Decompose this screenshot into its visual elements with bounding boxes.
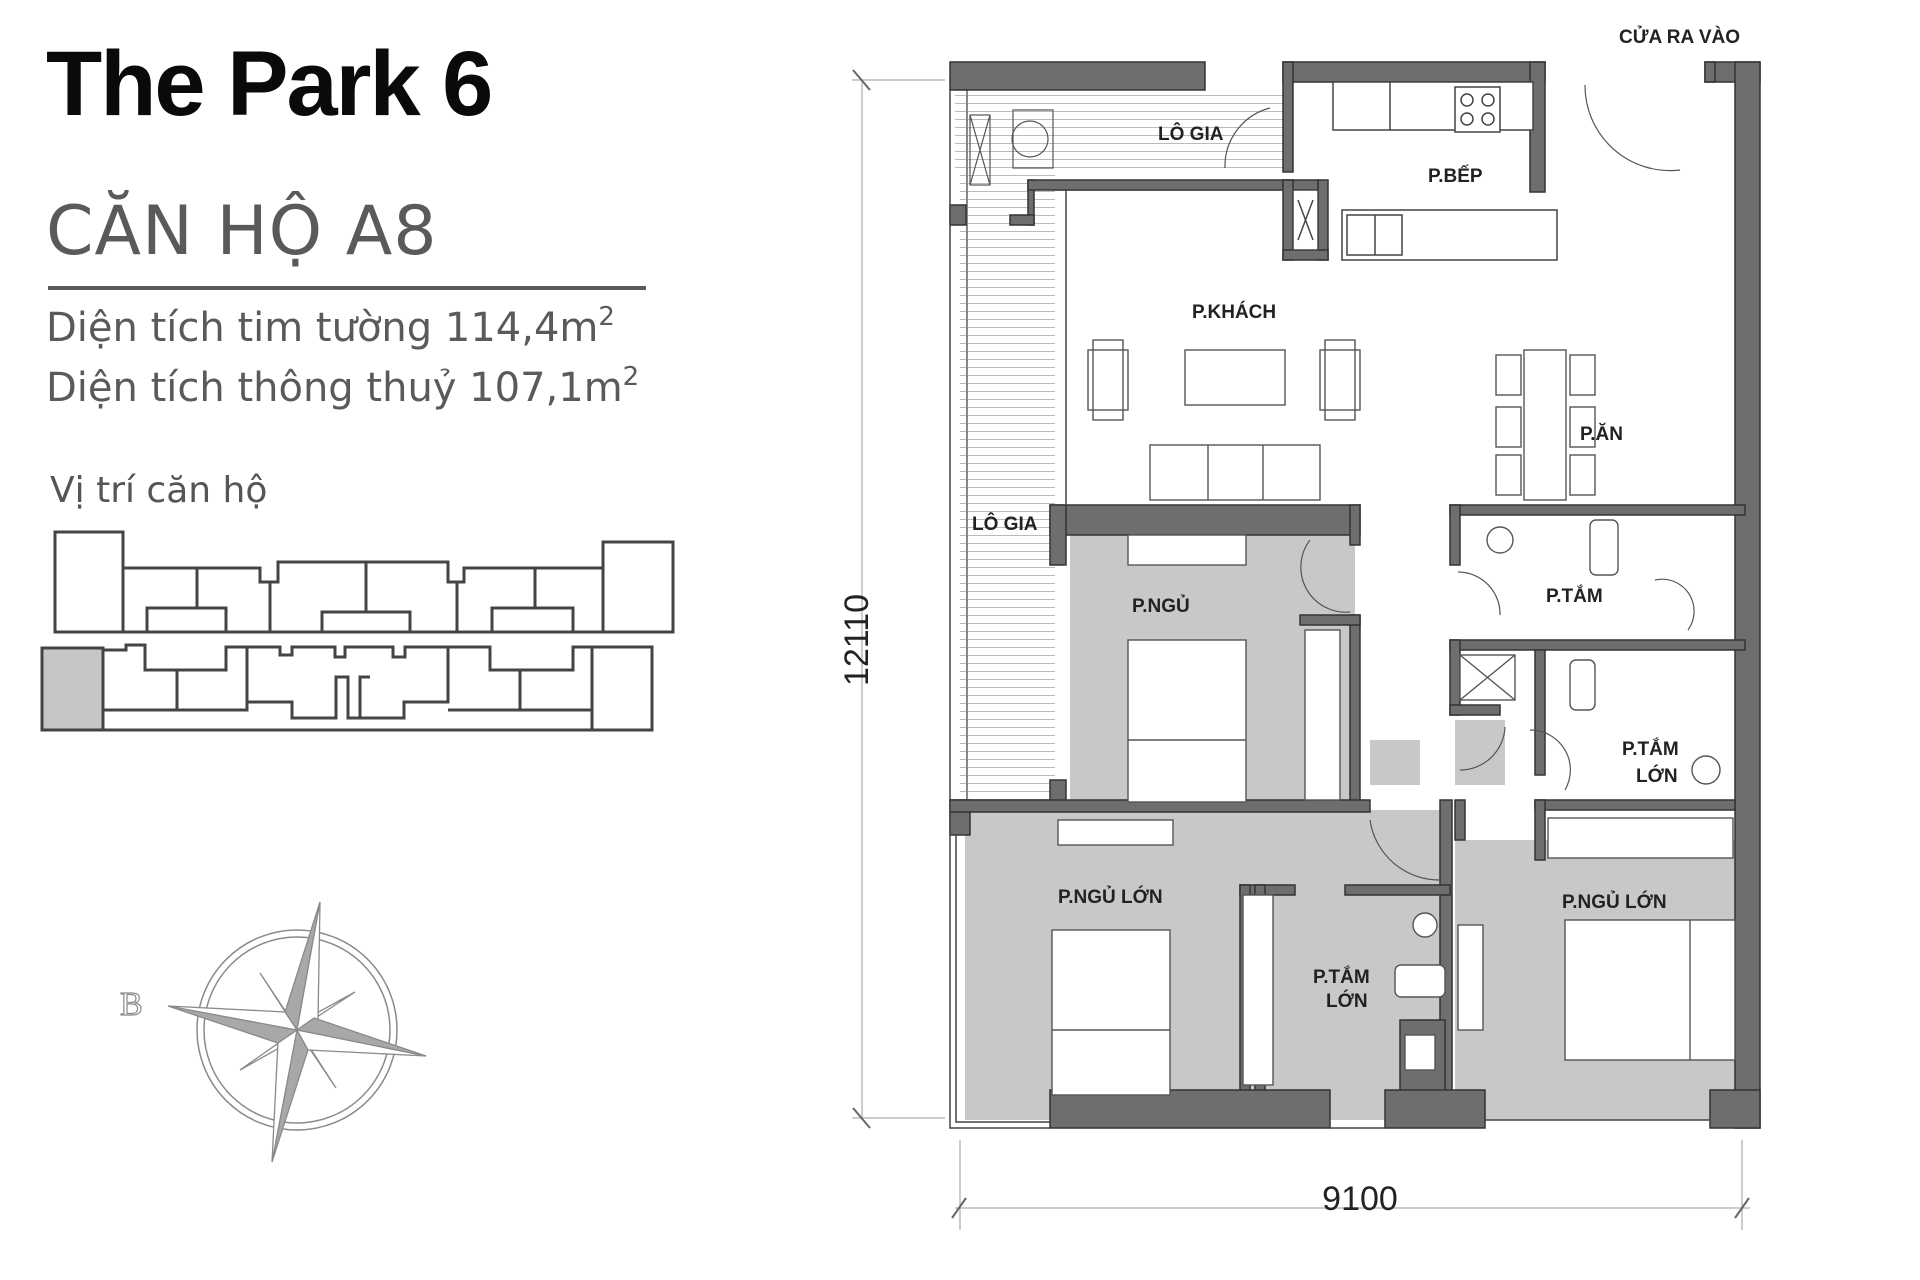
building-key-plan (40, 530, 675, 732)
label-master-bath-left-2: LỚN (1326, 990, 1368, 1012)
room-labels: CỬA RA VÀO LÔ GIA P.BẾP P.KHÁCH P.ĂN LÔ … (972, 26, 1740, 1012)
area-gross-sup: 2 (598, 302, 615, 332)
dimension-width: 9100 (1322, 1180, 1398, 1218)
logia-top-deck (955, 90, 1285, 170)
logia-side-deck (960, 170, 1055, 800)
dimension-height: 12110 (838, 594, 876, 686)
label-master-bath-right-1: P.TẮM (1622, 738, 1679, 760)
title-divider (48, 286, 646, 290)
label-bedroom: P.NGỦ (1132, 595, 1190, 617)
label-kitchen: P.BẾP (1428, 165, 1483, 187)
bathroom-fixtures (1394, 519, 1721, 1071)
floor-plan: 12110 9100 (838, 26, 1761, 1230)
keyplan-block (53, 530, 125, 634)
area-gross-text: Diện tích tim tường 114,4m (46, 305, 599, 351)
unit-title: CĂN HỘ A8 (46, 192, 438, 271)
label-bath: P.TẮM (1546, 585, 1603, 607)
label-master-bedroom-left: P.NGỦ LỚN (1058, 886, 1163, 908)
label-living: P.KHÁCH (1192, 301, 1276, 323)
area-net-sup: 2 (622, 362, 640, 392)
location-label: Vị trí căn hộ (50, 470, 268, 511)
logia-appliances (969, 109, 1054, 186)
keyplan-block (601, 540, 675, 634)
keyplan-block (590, 645, 654, 732)
project-title: The Park 6 (46, 33, 493, 135)
compass-rose-icon: B (119, 901, 427, 1163)
living-furniture (1087, 339, 1596, 501)
label-master-bedroom-right: P.NGỦ LỚN (1562, 891, 1667, 913)
door-swings (1224, 84, 1695, 881)
area-net: Diện tích thông thuỷ 107,1m2 (46, 364, 639, 411)
bedroom-furniture (1051, 534, 1736, 1096)
area-gross: Diện tích tim tường 114,4m2 (46, 304, 615, 351)
label-dining: P.ĂN (1580, 423, 1623, 445)
keyplan-highlighted-unit (40, 646, 105, 732)
outline-lines (949, 90, 1710, 1129)
dimension-lines (852, 79, 1750, 1230)
kitchen-furniture (1292, 81, 1558, 261)
label-logia-top: LÔ GIA (1158, 123, 1224, 145)
area-net-text: Diện tích thông thuỷ 107,1m (46, 365, 623, 411)
compass-north-letter: B (120, 986, 143, 1023)
label-master-bath-left-1: P.TẮM (1313, 966, 1370, 988)
label-master-bath-right-2: LỚN (1636, 765, 1678, 787)
label-entrance: CỬA RA VÀO (1619, 26, 1740, 48)
label-logia-side: LÔ GIA (972, 513, 1038, 535)
